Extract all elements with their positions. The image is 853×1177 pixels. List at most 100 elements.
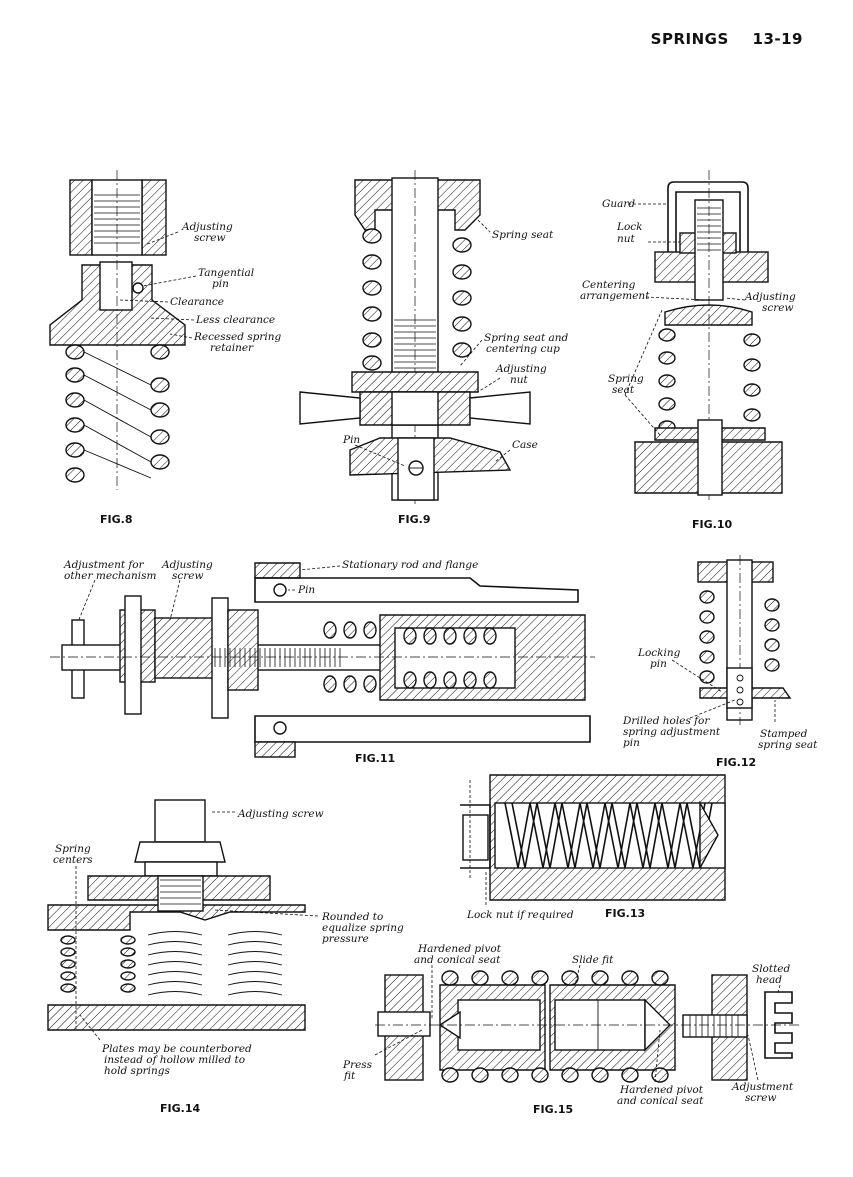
fig10-label-screw: screw — [762, 302, 794, 314]
fig11-adjusting-screw — [154, 617, 216, 679]
fig10-label-arrangement: arrangement — [580, 290, 650, 302]
fig14-label-centers: centers — [53, 854, 93, 866]
fig11-label-adjusting: Adjusting — [161, 559, 213, 571]
figure-15: Hardened pivot and conical seat Slide fi… — [342, 943, 800, 1116]
figure-9: Spring seat Spring seat and centering cu… — [299, 170, 569, 526]
fig11-label-adjustment-for: Adjustment for — [63, 559, 145, 571]
fig9-nut-handle-right — [469, 391, 531, 425]
fig10-guard — [667, 181, 749, 252]
fig15-adjustment-screw — [682, 1014, 748, 1038]
fig11-label-screw: screw — [172, 570, 204, 582]
fig14-label-rounded-to: Rounded to — [321, 911, 383, 923]
fig13-label-lock-nut: Lock nut if required — [466, 909, 574, 921]
fig10-label-guard: Guard — [602, 198, 635, 210]
fig12-label-locking: Locking — [637, 647, 681, 659]
fig8-label-recessed-spring: Recessed spring — [193, 331, 282, 343]
fig9-spring-seat-centering-cup — [351, 371, 479, 393]
fig9-nut-handle-left — [299, 391, 361, 425]
fig11-spring-coils — [323, 621, 497, 693]
fig15-label-press: Press — [342, 1059, 373, 1071]
fig11-label-other-mechanism: other mechanism — [64, 570, 156, 582]
fig14-label-plates-may: Plates may be counterbored — [101, 1043, 252, 1055]
fig8-label-pin: pin — [212, 278, 229, 290]
fig11-label-stationary-rod: Stationary rod and flange — [342, 559, 478, 571]
fig9-caption: FIG.9 — [398, 513, 430, 526]
fig15-label-conical-seat-bottom: and conical seat — [617, 1095, 704, 1107]
fig12-label-pin-2: pin — [623, 737, 640, 749]
fig8-label-screw: screw — [194, 232, 226, 244]
fig12-label-stamped: Stamped — [760, 728, 808, 740]
fig15-label-hardened-pivot-bottom: Hardened pivot — [619, 1084, 704, 1096]
fig12-label-drilled-holes: Drilled holes for — [622, 715, 710, 727]
fig14-label-spring: Spring — [55, 843, 91, 855]
fig8-frame-right — [141, 179, 167, 256]
fig10-label-nut: nut — [617, 233, 636, 245]
fig9-label-centering-cup: centering cup — [486, 343, 560, 355]
fig11-pin-top — [273, 583, 287, 597]
fig10-spring-seat-top — [664, 304, 753, 326]
fig15-slotted-head — [764, 991, 793, 1059]
page-number: 13-19 — [752, 30, 803, 48]
figure-11: Adjustment for other mechanism Adjusting… — [50, 559, 595, 765]
fig13-caption: FIG.13 — [605, 907, 645, 920]
fig8-label-less-clearance: Less clearance — [195, 314, 275, 326]
fig15-label-slotted: Slotted — [752, 963, 791, 975]
fig14-base-plate — [47, 1004, 306, 1031]
fig11-stationary-rod-top — [254, 577, 579, 603]
fig11-label-pin: Pin — [297, 584, 315, 596]
fig14-label-hold-springs: hold springs — [104, 1065, 170, 1077]
fig14-label-equalize: equalize spring — [322, 922, 404, 934]
fig15-spring-coils — [441, 970, 669, 1083]
fig9-label-spring-seat-and: Spring seat and — [484, 332, 569, 344]
fig12-caption: FIG.12 — [716, 756, 756, 769]
fig11-stationary-flange-top — [254, 562, 301, 579]
fig12-label-spring-adjustment: spring adjustment — [623, 726, 721, 738]
fig8-caption: FIG.8 — [100, 513, 132, 526]
fig9-label-spring-seat: Spring seat — [492, 229, 554, 241]
fig11-threads — [214, 648, 341, 667]
fig10-label-adjusting: Adjusting — [744, 291, 796, 303]
fig15-label-fit: fit — [343, 1070, 356, 1082]
fig14-adjusting-screw — [154, 799, 206, 843]
fig12-label-spring-seat: spring seat — [758, 739, 818, 751]
fig15-label-conical-seat-top: and conical seat — [414, 954, 501, 966]
fig10-label-spring: Spring — [608, 373, 644, 385]
fig9-spring-coils — [362, 228, 472, 371]
fig9-label-pin: Pin — [342, 434, 360, 446]
fig15-label-screw: screw — [745, 1092, 777, 1104]
page-header: SPRINGS 13-19 — [633, 30, 803, 48]
fig15-label-head: head — [756, 974, 782, 986]
fig14-hex-nut — [134, 841, 226, 863]
fig9-label-nut: nut — [510, 374, 529, 386]
fig15-caption: FIG.15 — [533, 1103, 573, 1116]
fig10-label-centering: Centering — [582, 279, 636, 291]
fig13-screw-head — [462, 814, 489, 861]
fig14-label-pressure: pressure — [322, 933, 369, 945]
figure-13: Lock nut if required FIG.13 — [460, 774, 726, 921]
fig15-label-adjustment: Adjustment — [731, 1081, 794, 1093]
fig15-label-slide-fit: Slide fit — [572, 954, 614, 966]
fig9-label-case: Case — [512, 439, 538, 451]
figure-8: Adjusting screw Tangential pin Clearance… — [49, 170, 282, 526]
figure-14: Adjusting screw Spring centers Rounded t… — [47, 799, 404, 1115]
fig8-label-tangential: Tangential — [198, 267, 254, 279]
fig14-label-adjusting-screw: Adjusting screw — [237, 808, 324, 820]
fig10-spring-coils — [658, 328, 761, 434]
figure-12: Locking pin Drilled holes for spring adj… — [622, 555, 818, 769]
fig12-label-pin: pin — [650, 658, 667, 670]
fig8-tangential-pin — [132, 282, 144, 294]
fig14-spring-coils — [60, 931, 283, 996]
fig8-spring-coils — [65, 344, 170, 483]
fig9-label-adjusting: Adjusting — [495, 363, 547, 375]
fig10-label-lock: Lock — [616, 221, 643, 233]
fig15-label-hardened-pivot-top: Hardened pivot — [417, 943, 502, 955]
fig11-stationary-rod-bottom — [254, 715, 591, 743]
fig10-label-seat: seat — [612, 384, 635, 396]
fig14-caption: FIG.14 — [160, 1102, 200, 1115]
fig13-lock-nut — [460, 804, 491, 869]
fig8-label-retainer: retainer — [210, 342, 254, 354]
fig11-caption: FIG.11 — [355, 752, 395, 765]
fig12-spring-coils — [699, 590, 780, 684]
figure-10: Guard Lock nut Centering arrangement Adj… — [580, 170, 796, 531]
